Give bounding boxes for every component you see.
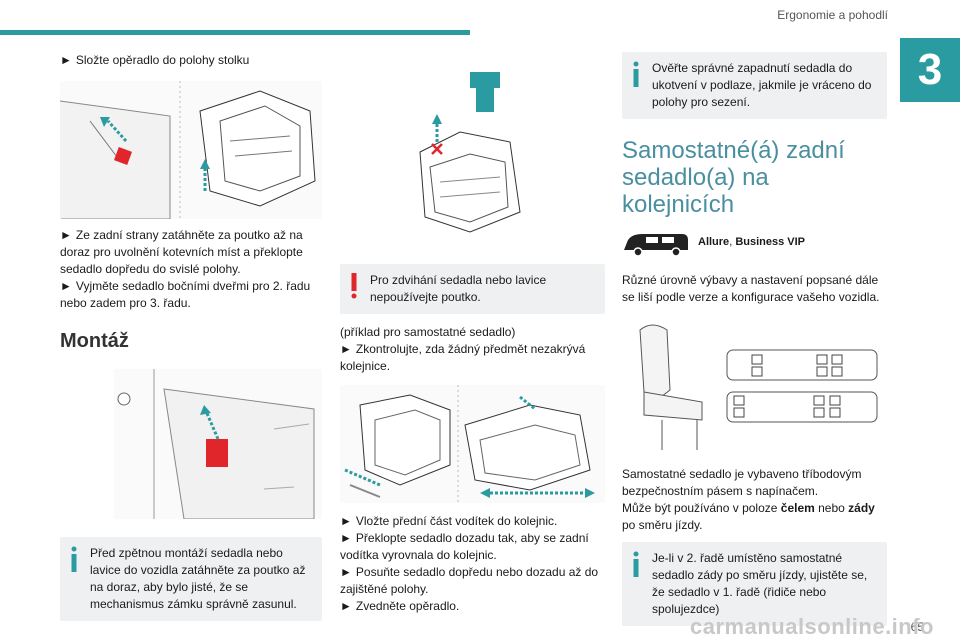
step-fold-backrest: ►Složte opěradlo do polohy stolku: [60, 53, 250, 67]
watermark-footer: carmanualsonline.info: [690, 614, 934, 639]
version-label: Allure, Business VIP: [698, 236, 806, 248]
step-pull-strap: ►Ze zadní strany zatáhněte za poutko až …: [60, 228, 303, 276]
para-seat-belt: Samostatné sedadlo je vybaveno tříbodový…: [622, 467, 862, 498]
intro-paragraph: Různé úrovně výbavy a nastavení popsané …: [622, 273, 880, 304]
van-icon: [624, 234, 688, 257]
info-icon: [633, 551, 639, 577]
figure-lift-seat: [340, 72, 605, 258]
step-raise-backrest: ►Zvedněte opěradlo.: [340, 599, 460, 613]
info-icon: [633, 61, 639, 87]
step-slide-seat: ►Posuňte sedadlo dopředu nebo dozadu až …: [340, 565, 599, 596]
heading-rear-seats-rails: Samostatné(á) zadní sedadlo(a) na kolejn…: [622, 137, 845, 218]
column-2: Pro zdvihání sedadla nebo lavice nepouží…: [340, 52, 605, 615]
warning-box-strap: Pro zdvihání sedadla nebo lavice nepouží…: [340, 264, 605, 314]
info-icon: [71, 546, 77, 572]
header-accent-bar: [0, 30, 470, 35]
column-3: Ověřte správné zapadnutí sedadla do ukot…: [622, 52, 887, 626]
example-note: (příklad pro samostatné sedadlo): [340, 325, 516, 339]
info-box-check-anchoring: Ověřte správné zapadnutí sedadla do ukot…: [622, 52, 887, 119]
step-insert-guides: ►Vložte přední část vodítek do kolejnic.: [340, 514, 558, 528]
column-1: ►Složte opěradlo do polohy stolku ►Ze za…: [60, 52, 322, 621]
para-orientation: Může být používáno v poloze čelem nebo z…: [622, 501, 875, 532]
figure-assembly-strap: [114, 369, 322, 519]
version-tag: Allure, Business VIP: [622, 232, 887, 258]
step-check-rails: ►Zkontrolujte, zda žádný předmět nezakrý…: [340, 342, 586, 373]
chapter-tab: 3: [900, 38, 960, 102]
page-header-title: Ergonomie a pohodlí: [777, 8, 888, 22]
figure-seat-configurations: [622, 320, 887, 456]
heading-montaz: Montáž: [60, 330, 129, 352]
info-box-reinstall: Před zpětnou montáží sedadla nebo lavice…: [60, 537, 322, 621]
figure-insert-rails: [340, 385, 605, 503]
page-number: 65: [910, 620, 924, 634]
figure-fold-seat: [60, 81, 322, 219]
info-box-rear-facing: Je-li v 2. řadě umístěno samostatné seda…: [622, 542, 887, 626]
step-remove-seat: ►Vyjměte sedadlo bočními dveřmi pro 2. ř…: [60, 279, 311, 310]
warning-icon: [351, 273, 357, 299]
step-tilt-seat: ►Překlopte sedadlo dozadu tak, aby se za…: [340, 531, 589, 562]
